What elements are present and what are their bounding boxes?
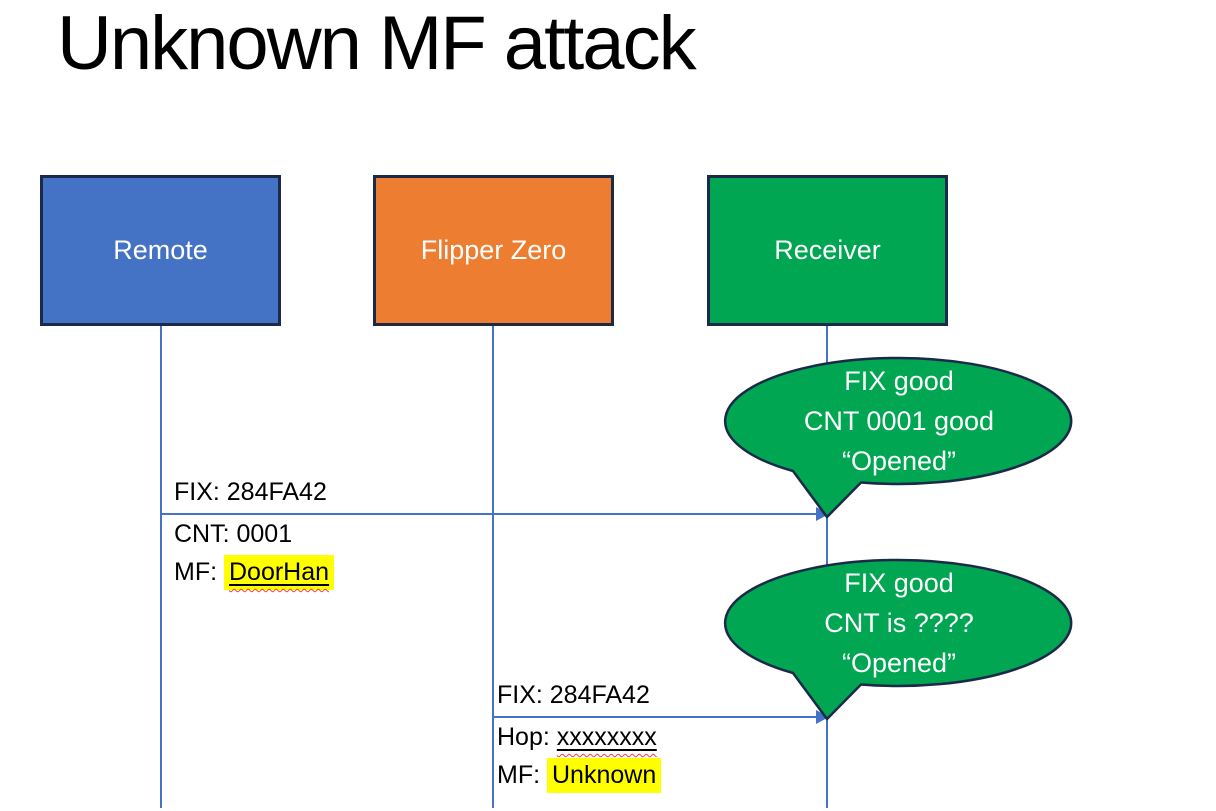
message1-fix-label: FIX: 284FA42 [174,478,327,506]
actor-label-flipper-zero: Flipper Zero [420,235,567,265]
actor-box-flipper-zero: Flipper Zero [373,175,614,326]
message2-hop-label: Hop: xxxxxxxx [497,723,657,752]
message1-mf-value-highlighted: DoorHan [224,555,335,590]
message2-mf-prefix: MF: [497,761,547,789]
message2-mf-label: MF: Unknown [497,758,662,793]
receiver-callout-1: FIX good CNT 0001 good “Opened” [723,355,1075,521]
callout-1-line-3: “Opened” [841,446,957,476]
message1-mf-prefix: MF: [174,558,224,586]
message2-hop-prefix: Hop: [497,723,557,751]
lifeline-remote [160,326,162,808]
message1-mf-label: MF: DoorHan [174,555,335,590]
callout-2-line-3: “Opened” [841,648,957,678]
speech-bubble-icon [723,558,1073,721]
callout-1-line-1: FIX good [844,366,954,396]
message1-mf-value: DoorHan [229,558,330,586]
message2-hop-value-underlined: xxxxxxxx [557,723,657,751]
message-arrow-flipper-to-receiver [492,716,818,718]
slide-title: Unknown MF attack [57,1,697,86]
callout-2-line-1: FIX good [844,568,954,598]
message1-cnt-label: CNT: 0001 [174,520,293,548]
callout-2-line-2: CNT is ???? [824,608,974,638]
callout-1-text: FIX good CNT 0001 good “Opened” [723,358,1075,484]
actor-label-receiver: Receiver [774,235,881,265]
message2-mf-value-highlighted: Unknown [547,758,662,793]
actor-label-remote: Remote [113,235,208,265]
callout-2-text: FIX good CNT is ???? “Opened” [723,560,1075,686]
message2-fix-label: FIX: 284FA42 [497,681,650,709]
actor-box-remote: Remote [40,175,281,326]
speech-bubble-icon [723,356,1073,519]
actor-box-receiver: Receiver [707,175,948,326]
receiver-callout-2: FIX good CNT is ???? “Opened” [723,557,1075,723]
callout-1-line-2: CNT 0001 good [803,406,995,436]
lifeline-flipper-zero [492,326,494,808]
message-arrow-remote-to-receiver [160,513,818,515]
message2-hop-value: xxxxxxxx [556,723,657,751]
